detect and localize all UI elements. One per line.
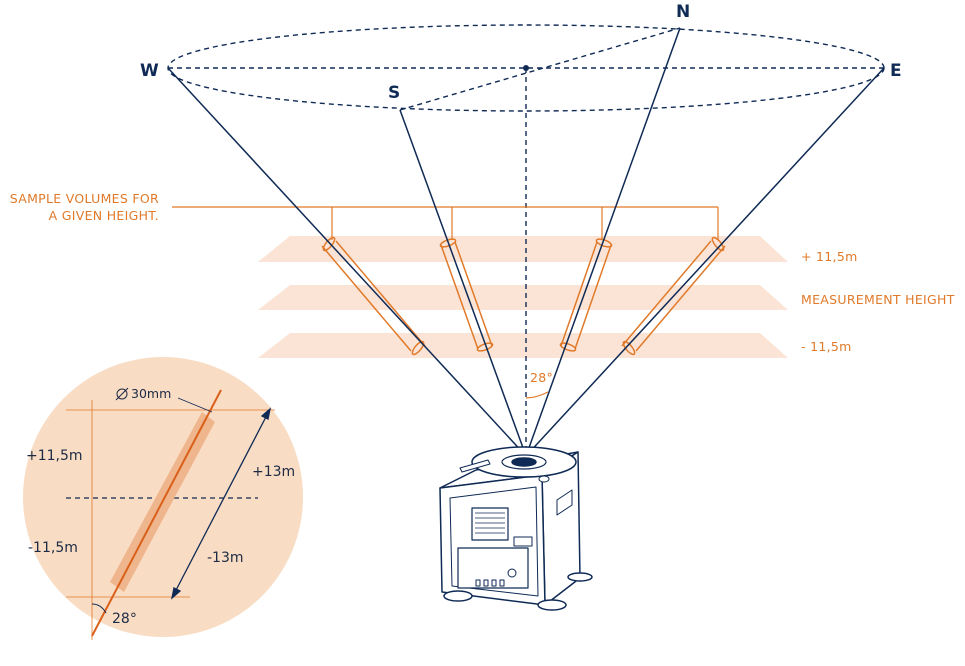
compass-east-label: E — [890, 61, 902, 81]
measurement-height-label: MEASUREMENT HEIGHT — [801, 292, 955, 307]
lidar-device — [439, 446, 593, 611]
laser-beams — [167, 27, 885, 457]
beam-south — [399, 109, 527, 457]
diameter-icon — [115, 387, 129, 401]
height-planes — [258, 236, 788, 358]
detail-angle: 28° — [112, 611, 137, 627]
minus-height-label: - 11,5m — [801, 339, 852, 354]
plane-upper — [258, 236, 788, 262]
beam-angle-arc — [525, 391, 549, 399]
beam-west — [167, 67, 527, 457]
sample-volumes-label-line1: SAMPLE VOLUMES FOR — [10, 191, 159, 206]
detail-plus-height: +11,5m — [26, 448, 83, 464]
detail-inset: 30mm +11,5m -11,5m +13m -13m 28° — [23, 357, 303, 640]
sample-volume-bracket — [172, 206, 719, 240]
ellipse-center-dot — [523, 65, 529, 71]
plus-height-label: + 11,5m — [801, 249, 858, 264]
detail-minus-height: -11,5m — [28, 540, 78, 556]
beam-north — [525, 27, 681, 457]
detail-beam — [91, 389, 222, 637]
plane-measurement — [258, 285, 788, 310]
ns-axis — [399, 27, 681, 111]
plane-lower — [258, 333, 788, 358]
detail-plus-length: +13m — [252, 464, 295, 480]
beam-east — [525, 67, 885, 457]
compass-south-label: S — [388, 83, 400, 103]
detail-diameter-label: 30mm — [131, 386, 171, 401]
compass-west-label: W — [140, 61, 159, 81]
beam-angle-label: 28° — [530, 370, 553, 385]
compass-north-label: N — [676, 2, 690, 22]
compass-ellipse — [167, 24, 885, 456]
sample-volumes-label-line2: A GIVEN HEIGHT. — [49, 208, 159, 223]
detail-minus-length: -13m — [207, 550, 244, 566]
